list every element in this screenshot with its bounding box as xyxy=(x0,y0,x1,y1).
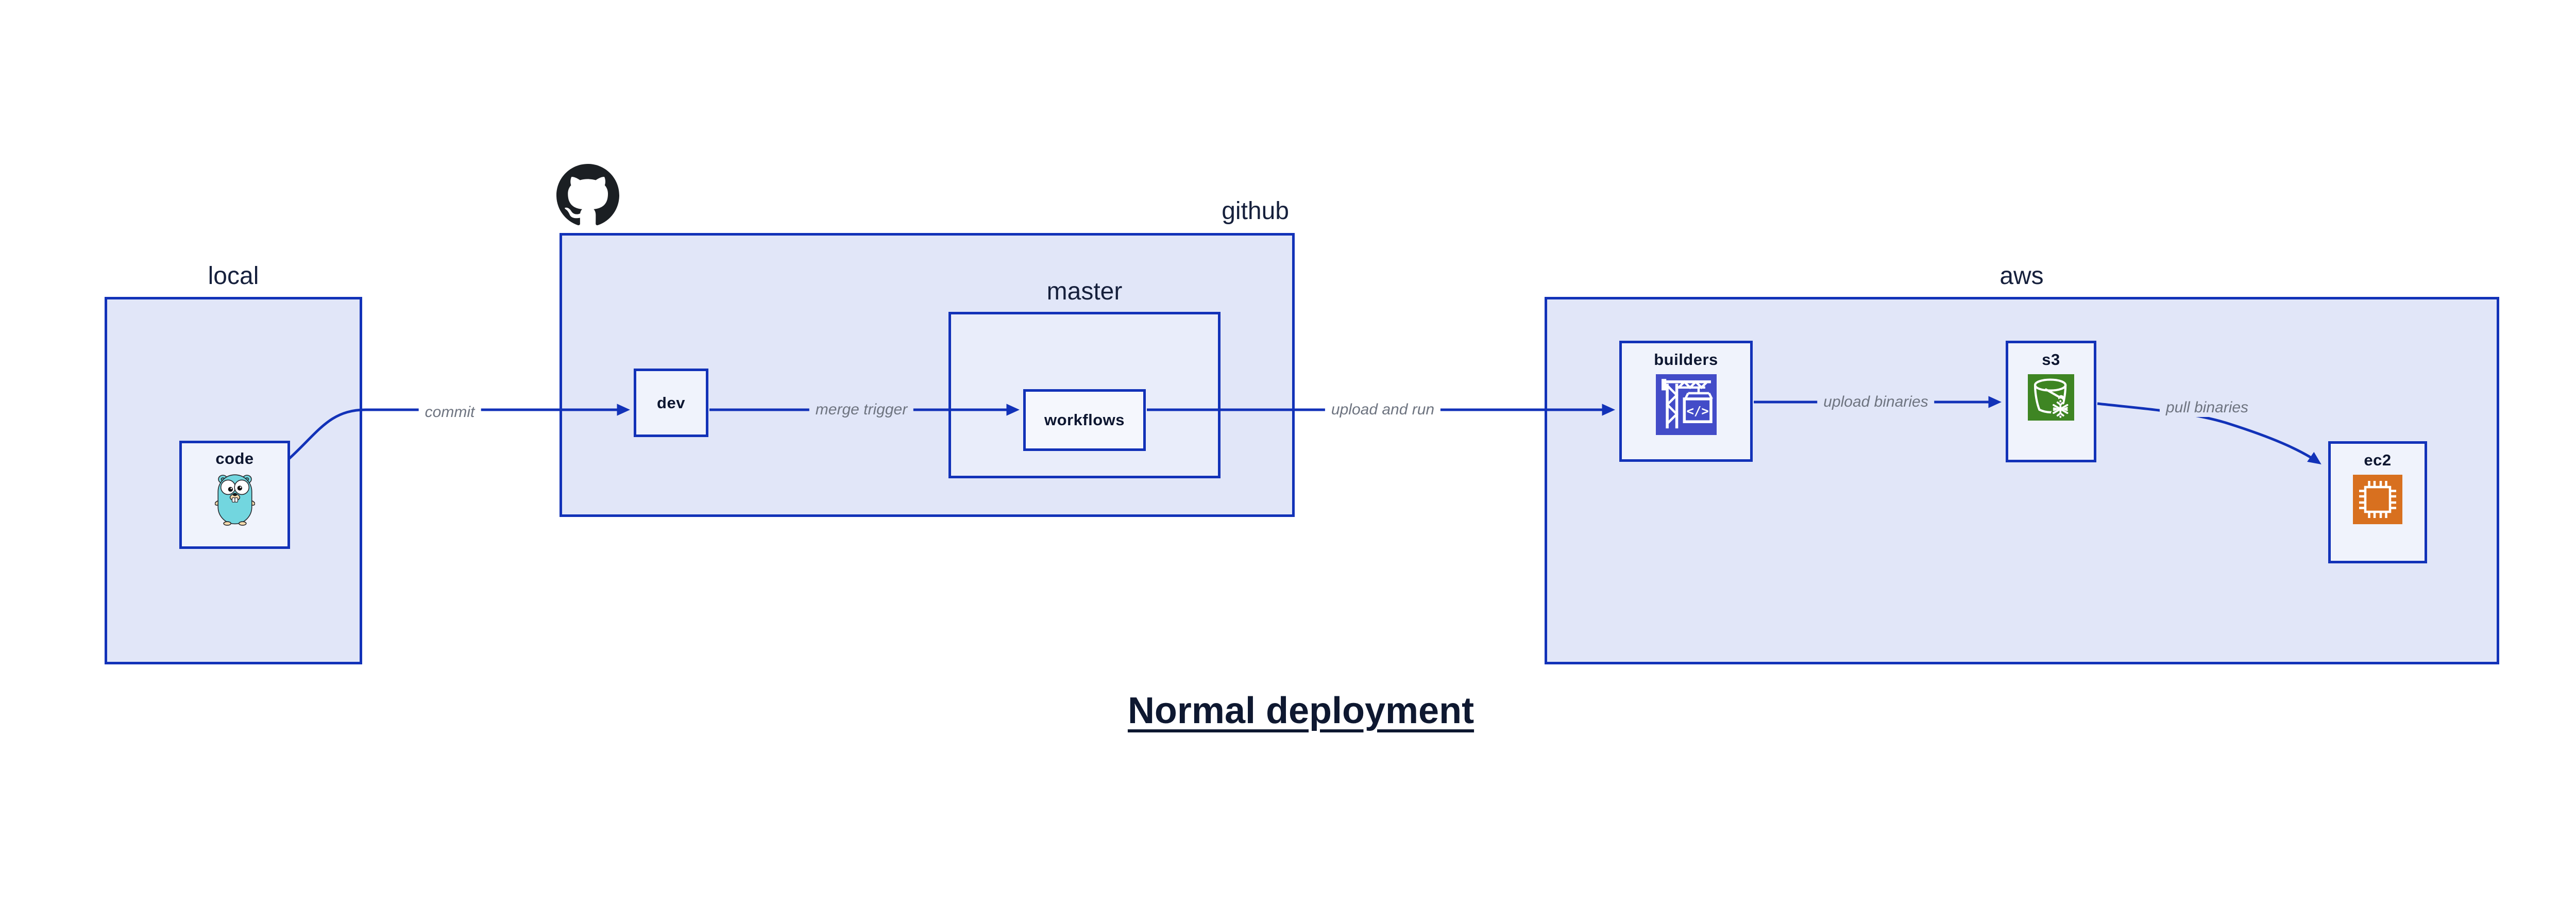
edge-label-merge-trigger: merge trigger xyxy=(809,400,914,419)
edge-label-pull-binaries: pull binaries xyxy=(2159,398,2255,417)
aws-ec2-chip-icon xyxy=(2353,475,2402,524)
node-ec2-label: ec2 xyxy=(2364,451,2392,469)
node-s3-label: s3 xyxy=(2042,350,2060,369)
github-logo-icon xyxy=(556,164,619,227)
aws-s3-glacier-bucket-icon xyxy=(2028,374,2074,421)
node-code: code xyxy=(179,441,290,549)
node-dev-label: dev xyxy=(657,393,685,412)
node-builders-label: builders xyxy=(1654,350,1718,369)
diagram-title: Normal deployment xyxy=(1127,690,1475,731)
group-master-label: master xyxy=(1046,278,1123,305)
node-dev: dev xyxy=(634,369,708,437)
go-gopher-icon xyxy=(214,472,255,526)
node-workflows-label: workflows xyxy=(1044,411,1125,429)
edge-label-upload-and-run: upload and run xyxy=(1325,400,1441,419)
edge-label-commit: commit xyxy=(418,403,481,422)
group-local-label: local xyxy=(208,262,259,290)
node-workflows: workflows xyxy=(1023,389,1146,451)
svg-text:</>: </> xyxy=(1686,404,1708,418)
node-ec2: ec2 xyxy=(2328,441,2427,563)
edge-label-upload-binaries: upload binaries xyxy=(1817,393,1935,411)
group-aws-label: aws xyxy=(1999,262,2044,290)
node-builders: builders xyxy=(1619,341,1753,462)
group-github-label: github xyxy=(1222,197,1289,225)
aws-codebuild-crane-icon: </> xyxy=(1655,374,1717,435)
node-s3: s3 xyxy=(2006,341,2096,462)
node-code-label: code xyxy=(215,449,254,467)
